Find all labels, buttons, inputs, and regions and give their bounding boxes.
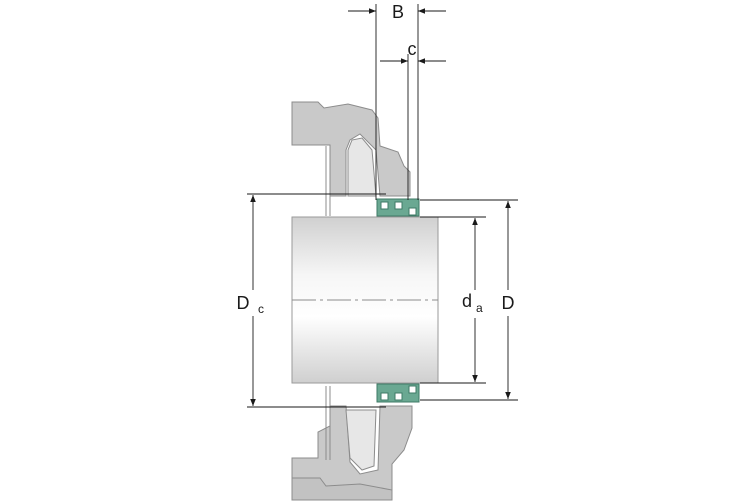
label-da-sub: a	[476, 301, 483, 315]
label-Dc-sub: c	[258, 302, 264, 316]
label-B: B	[392, 2, 404, 22]
upper-housing	[291, 101, 411, 197]
label-Dc: D	[237, 293, 250, 313]
upper-housing-pocket	[347, 137, 377, 197]
lower-housing-foot	[291, 477, 393, 501]
label-D: D	[502, 293, 515, 313]
label-c: c	[408, 39, 417, 59]
lower-seal	[376, 383, 420, 403]
label-da: d	[462, 291, 472, 311]
lower-housing-pocket	[345, 409, 377, 471]
upper-seal	[376, 198, 420, 217]
